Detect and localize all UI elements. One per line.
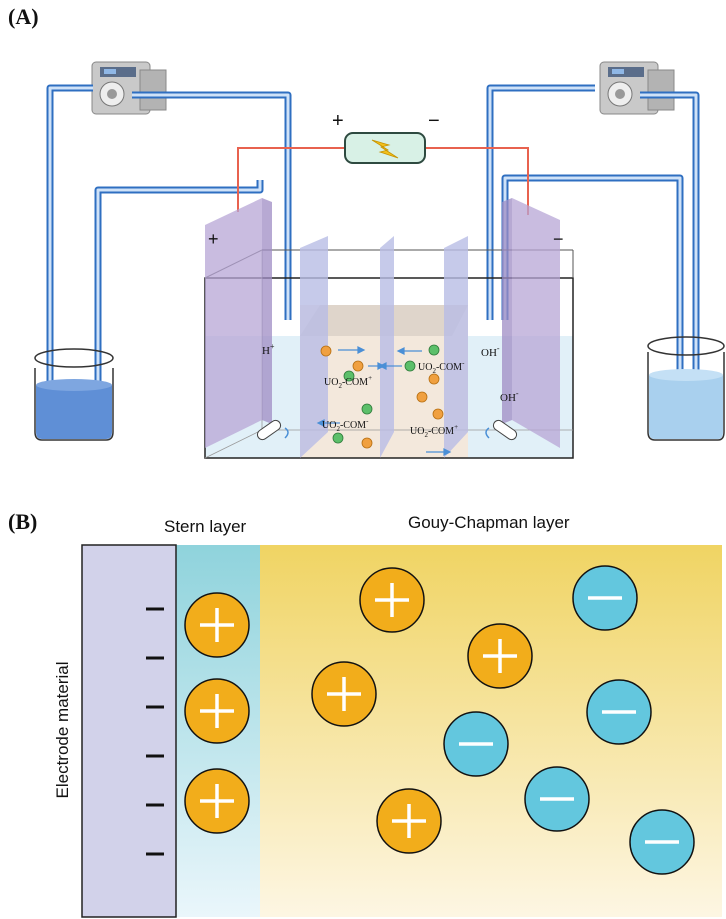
cation-ion-icon [184,768,250,834]
oh-right-label: OH- [500,389,519,404]
left-stir-bar-icon [256,419,289,441]
complex-label-2: UO2-COM- [418,359,465,375]
electrode-surface-charges [146,607,164,856]
power-supply-icon [344,132,426,164]
oh-left-label: OH- [481,344,500,359]
gouy-chapman-label: Gouy-Chapman layer [408,513,570,532]
anion-markers [332,344,440,444]
ion-layer [184,565,695,875]
anode-sign: + [208,229,219,249]
power-minus-sign: − [428,110,440,132]
cation-ion-icon [184,678,250,744]
anode-electrode [205,198,272,448]
cation-ion-icon [467,623,533,689]
cation-ion-icon [184,592,250,658]
anion-ion-icon [524,766,590,832]
right-beaker [647,336,725,441]
power-plus-sign: + [332,110,344,132]
complex-label-1: UO2-COM+ [324,374,372,390]
left-beaker [34,348,114,441]
panel-a-diagram: + − + − [34,61,725,459]
migration-arrows [316,346,452,456]
stern-layer-label: Stern layer [164,517,247,536]
right-pump-icon [599,61,675,115]
wires [237,147,529,215]
left-pump-icon [91,61,167,115]
cation-ion-icon [359,567,425,633]
cation-markers [320,345,444,449]
cathode-sign: − [553,229,564,249]
right-stir-bar-icon [485,419,518,441]
panel-b-label: (B) [8,509,38,534]
anion-ion-icon [572,565,638,631]
cathode-electrode [502,198,560,448]
membranes [300,236,468,458]
anion-ion-icon [629,809,695,875]
anion-ion-icon [586,679,652,745]
panel-b-diagram: Stern layer Gouy-Chapman layer Electrode… [53,513,722,918]
tubes [46,84,700,400]
complex-label-3: UO2-COM- [322,417,369,433]
panel-a-label: (A) [8,4,39,29]
h-plus-label: H+ [262,342,275,357]
cation-ion-icon [311,661,377,727]
anion-ion-icon [443,711,509,777]
electrode-block [81,544,177,918]
electrode-material-label: Electrode material [53,661,72,798]
complex-label-4: UO2-COM+ [410,423,458,439]
cation-ion-icon [376,788,442,854]
